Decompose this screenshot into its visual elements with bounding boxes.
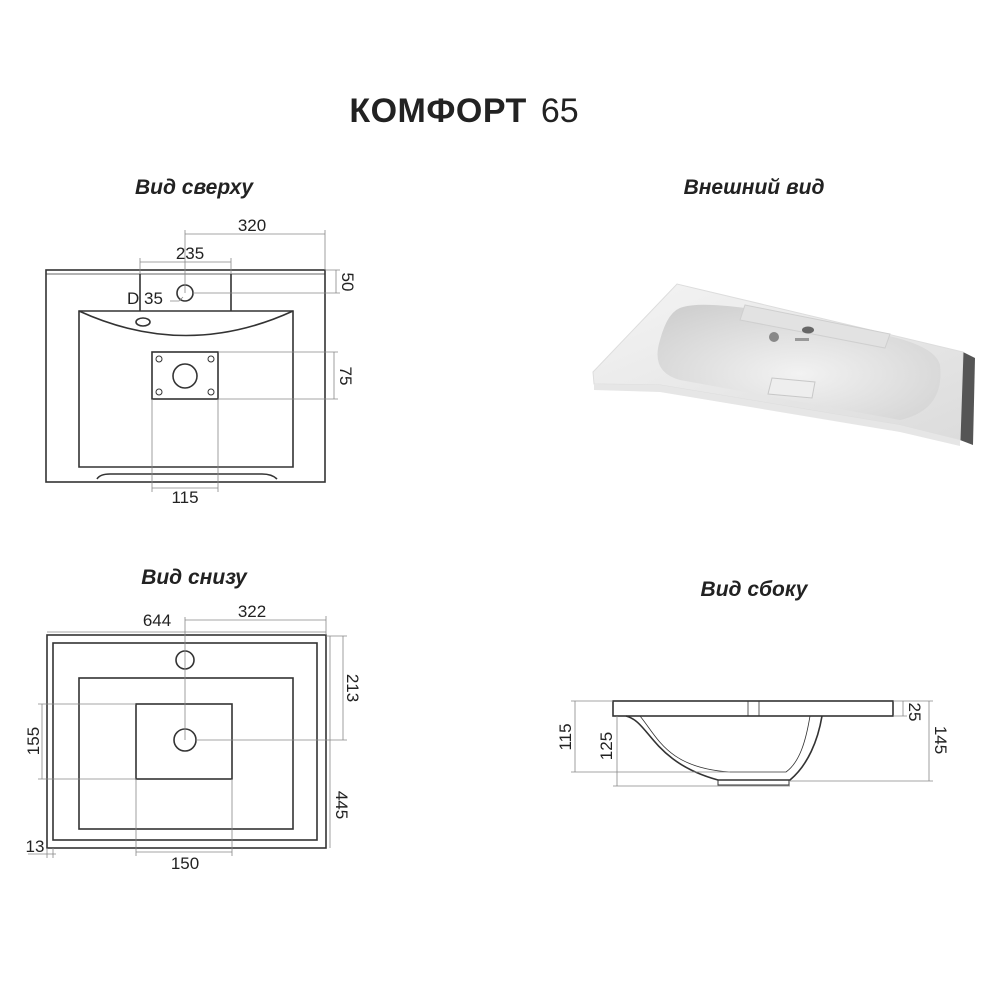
side-bowl-outer	[625, 715, 823, 781]
bottom-outer-outline	[46, 634, 327, 849]
heading-side-view: Вид сбоку	[700, 578, 808, 601]
sink-side-edge	[960, 352, 975, 445]
drain-hole	[172, 363, 198, 389]
dim-213: 213	[343, 674, 362, 702]
product-size: 65	[540, 92, 579, 130]
top-dimension-lines	[139, 230, 340, 492]
heading-exterior-view: Внешний вид	[683, 176, 825, 199]
sink-overflow	[769, 332, 779, 342]
dim-13: 13	[26, 837, 45, 856]
front-ridge	[96, 473, 278, 480]
bottom-dimension-lines	[28, 616, 347, 858]
faucet-deck	[139, 274, 232, 311]
bowl-outline	[78, 310, 294, 468]
side-top-slab	[612, 700, 894, 717]
side-drain	[717, 779, 790, 786]
dim-235: 235	[176, 244, 204, 263]
product-title: КОМФОРТ 65	[0, 92, 928, 131]
bottom-bowl-outline	[78, 677, 294, 830]
bottom-drain-area	[135, 703, 233, 780]
dim-diameter-35: D 35	[127, 289, 163, 308]
top-view-drawing: 320 235 D 35 50 75 115	[45, 216, 357, 507]
dim-125: 125	[597, 732, 616, 760]
sink-faucet-deck	[739, 304, 891, 349]
overflow-icon	[135, 317, 151, 327]
dim-320: 320	[238, 216, 266, 235]
heading-top-view: Вид сверху	[135, 176, 253, 199]
dim-115: 115	[171, 488, 198, 507]
dim-25: 25	[905, 703, 924, 722]
dim-322: 322	[238, 602, 266, 621]
dim-150: 150	[171, 854, 199, 873]
exterior-view-image	[592, 283, 975, 446]
dim-445: 445	[332, 791, 351, 819]
dim-75: 75	[336, 367, 355, 386]
sink-front-edge	[594, 384, 960, 446]
bowl-back-curve	[78, 310, 294, 337]
sink-faucet-hole	[802, 326, 814, 334]
sink-drain-cover	[767, 377, 816, 399]
sink-logo	[795, 338, 809, 341]
side-dimension-lines	[571, 700, 933, 787]
mount-holes	[155, 355, 215, 396]
side-bowl-inner	[639, 715, 811, 773]
dim-50: 50	[338, 273, 357, 292]
top-outer-outline	[45, 269, 326, 483]
side-faucet-line	[747, 701, 760, 716]
dim-644: 644	[143, 611, 171, 630]
product-name: КОМФОРТ	[349, 92, 527, 130]
heading-bottom-view: Вид снизу	[141, 566, 247, 589]
side-view-drawing: 115 125 25 145	[556, 700, 950, 787]
bottom-view-drawing: 644 322 213 445 155 13 150	[24, 602, 362, 873]
dim-155: 155	[24, 727, 43, 755]
dim-115-side: 115	[556, 723, 575, 750]
dim-145: 145	[931, 726, 950, 754]
drain-plate	[151, 351, 219, 400]
